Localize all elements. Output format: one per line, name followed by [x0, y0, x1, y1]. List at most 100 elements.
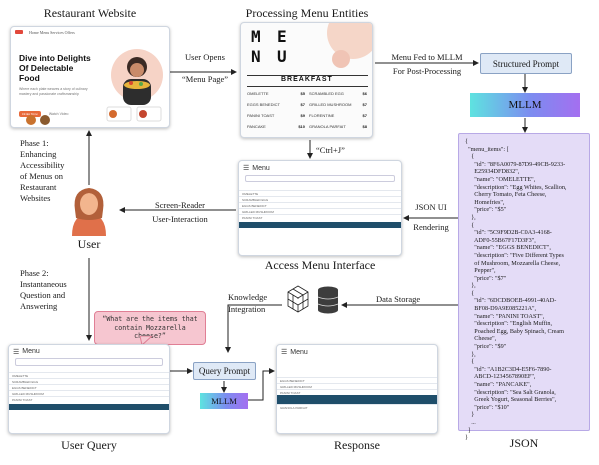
- mllm-box: MLLM: [470, 93, 580, 117]
- post-processing-label: For Post-Processing: [392, 66, 462, 76]
- list-item[interactable]: SCRAMBLED EGG: [239, 196, 401, 202]
- phase1-desc: Websites: [20, 193, 51, 203]
- data-storage-label: Data Storage: [376, 294, 421, 304]
- menu-fed-label: Menu Fed to MLLM: [391, 52, 463, 62]
- menu-item: OMELETTE$5: [247, 91, 305, 96]
- menu-item: PANINI TOAST$9: [247, 113, 305, 118]
- menu-letter-u: U: [277, 47, 287, 66]
- query-search-input[interactable]: [15, 358, 163, 366]
- access-search-input[interactable]: [245, 175, 395, 182]
- website-headline-2: Of Delectable Food: [19, 63, 74, 83]
- response-menu-title: Menu: [290, 348, 308, 356]
- user-label: User: [77, 237, 101, 251]
- user-opens-label: User Opens: [185, 52, 225, 62]
- ctrl-j-label: “Ctrl+J”: [316, 145, 345, 155]
- question-bubble: “What are the items that contain Mozzare…: [94, 311, 206, 345]
- json-title: JSON: [509, 436, 539, 450]
- bubble-tail: [140, 336, 153, 346]
- menu-letter-m: M: [251, 27, 261, 46]
- mllm-small-box: MLLM: [200, 393, 248, 409]
- list-item[interactable]: GRILLED MUSHROOM: [277, 383, 437, 389]
- website-nav: Home Menu Services Offers: [11, 27, 169, 37]
- access-dark-bar: [239, 222, 401, 228]
- arrow-response: [248, 368, 275, 401]
- hamburger-icon[interactable]: ☰: [281, 348, 288, 356]
- list-item[interactable]: GRILLED MUSHROOM: [239, 208, 401, 214]
- query-prompt-box: Query Prompt: [193, 362, 256, 380]
- list-item[interactable]: SCRAMBLED EGG: [9, 378, 169, 384]
- menu-heading: BREAKFAST: [281, 76, 333, 83]
- phase2-desc: Answering: [20, 301, 58, 311]
- list-item[interactable]: PANINI TOAST: [239, 214, 401, 220]
- phase1-desc: of Menus on: [20, 171, 63, 181]
- menu-item: SCRAMBLED EGG$6: [309, 91, 367, 96]
- hamburger-icon[interactable]: ☰: [243, 164, 250, 172]
- phase1-desc: Enhancing: [20, 149, 57, 159]
- list-item[interactable]: OMELETTE: [239, 190, 401, 196]
- database-icon: [287, 285, 339, 314]
- website-blurb: Where each plate weaves a story of culin…: [19, 87, 88, 96]
- processing-menu-title: Processing Menu Entities: [245, 6, 369, 20]
- website-logo: [15, 30, 23, 34]
- phase2-desc: Question and: [20, 290, 66, 300]
- rendering-label: Rendering: [413, 222, 449, 232]
- user-interaction-label: User-Interaction: [152, 214, 208, 224]
- user-query-menu-title: Menu: [22, 348, 40, 355]
- json-ui-label: JSON UI: [415, 202, 447, 212]
- menu-item: GRANOLA PARFAIT$8: [309, 124, 367, 129]
- user-query-title: User Query: [61, 438, 117, 452]
- website-hero-image: [106, 49, 163, 122]
- menu-item: FLORENTINE$7: [309, 113, 367, 118]
- menu-item: EGGS BENEDICT$7: [247, 102, 305, 107]
- restaurant-website-screenshot: Home Menu Services Offers Dive into Deli…: [10, 26, 170, 128]
- list-item[interactable]: EGGS BENEDICT: [277, 377, 437, 383]
- screen-reader-label: Screen-Reader: [154, 200, 206, 210]
- response-title: Response: [334, 438, 380, 452]
- menu-right-column: SCRAMBLED EGG$6 GRILLED MUSHROOM$7 FLORE…: [309, 91, 367, 135]
- hamburger-icon[interactable]: ☰: [13, 347, 20, 356]
- order-now-button[interactable]: Order Now: [19, 111, 41, 117]
- phase1-label: Phase 1:: [20, 138, 49, 148]
- website-nav-links: Home Menu Services Offers: [29, 29, 75, 35]
- user-query-interface: ☰ Menu OMELETTE SCRAMBLED EGG EGGS BENED…: [8, 344, 170, 434]
- access-menu-interface: ☰ Menu OMELETTE SCRAMBLED EGG EGGS BENED…: [238, 160, 402, 256]
- json-output: { "menu_items": [ { "id": "8F6A0079-87D9…: [458, 133, 590, 441]
- menu-letter-e: E: [277, 27, 287, 46]
- menu-left-column: OMELETTE$5 EGGS BENEDICT$7 PANINI TOAST$…: [247, 91, 305, 135]
- response-interface: ☰ Menu EGGS BENEDICT GRILLED MUSHROOM PA…: [276, 344, 438, 434]
- menu-card-decoration: [327, 23, 372, 68]
- phase2-block: Phase 2: Instantaneous Question and Answ…: [20, 268, 88, 312]
- website-dish-thumbnails: [26, 115, 50, 125]
- arrow-knowledge: [225, 304, 282, 353]
- list-item[interactable]: OMELETTE: [9, 372, 169, 378]
- phase1-block: Phase 1: Enhancing Accessibility of Menu…: [20, 138, 84, 204]
- list-item[interactable]: PANINI TOAST: [9, 396, 169, 402]
- response-dark-bar: [277, 395, 437, 404]
- menu-divider: [247, 75, 368, 76]
- list-item[interactable]: GRANOLA PARFAIT: [277, 404, 437, 410]
- menu-letter-n: N: [251, 47, 261, 66]
- query-dark-bar: [9, 404, 169, 410]
- list-item[interactable]: EGGS BENEDICT: [9, 384, 169, 390]
- structured-prompt-box: Structured Prompt: [480, 53, 572, 74]
- menu-card: M E N U BREAKFAST OMELETTE$5 EGGS BENEDI…: [240, 22, 373, 138]
- user-icon: [72, 188, 106, 236]
- watch-video-link[interactable]: Watch Video: [48, 112, 69, 116]
- access-menu-title: Menu: [252, 164, 270, 172]
- phase2-label: Phase 2:: [20, 268, 49, 278]
- phase2-desc: Instantaneous: [20, 279, 67, 289]
- menu-item: PANCAKE$10: [247, 124, 305, 129]
- menu-divider-2: [247, 86, 368, 87]
- list-item[interactable]: GRILLED MUSHROOM: [9, 390, 169, 396]
- restaurant-website-title: Restaurant Website: [43, 6, 137, 20]
- integration-label: Integration: [228, 304, 266, 314]
- phase1-desc: Restaurant: [20, 182, 57, 192]
- menu-item: GRILLED MUSHROOM$7: [309, 102, 367, 107]
- phase1-desc: Accessibility: [20, 160, 65, 170]
- access-menu-interface-title: Access Menu Interface: [264, 258, 376, 272]
- menu-page-label: “Menu Page”: [181, 74, 229, 84]
- list-item[interactable]: EGGS BENEDICT: [239, 202, 401, 208]
- list-item[interactable]: PANINI TOAST: [277, 389, 437, 395]
- knowledge-label: Knowledge: [228, 292, 268, 302]
